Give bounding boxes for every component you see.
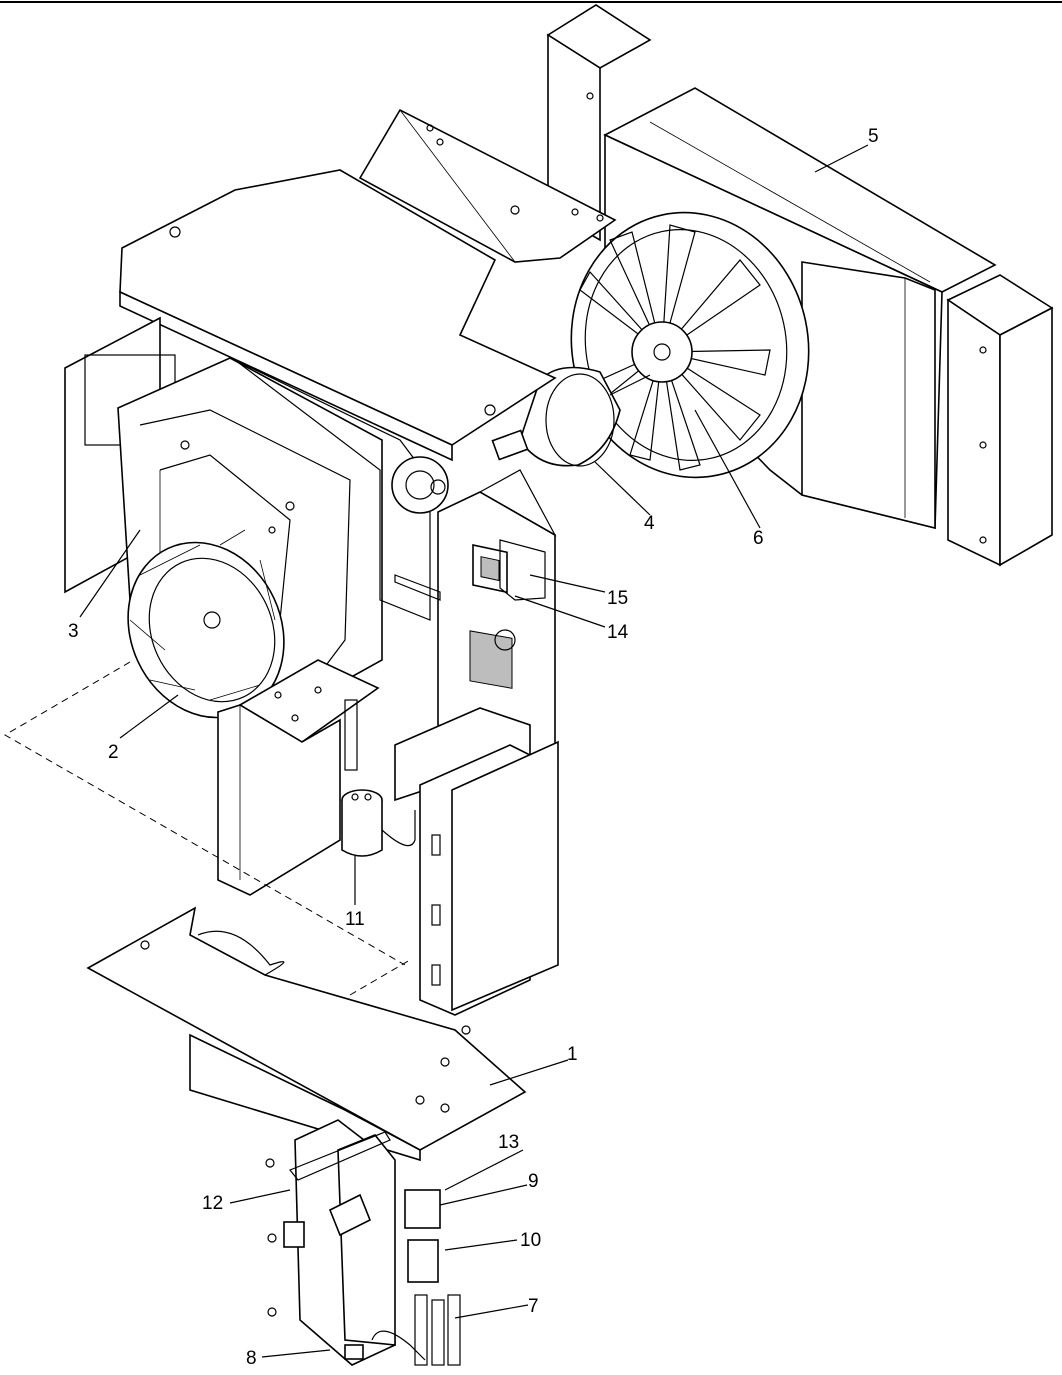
part-fan-motor [491,366,651,467]
part-control-panel [394,469,557,766]
callout-8: 8 [246,1348,257,1369]
callout-7: 7 [528,1296,539,1317]
callout-11: 11 [345,909,365,930]
callout-6: 6 [753,528,764,549]
callout-13: 13 [498,1132,519,1153]
part-side-panel-right [946,274,1054,567]
callout-10: 10 [520,1230,541,1251]
part-bulkhead [234,359,449,621]
part-electrical-bracket [217,659,380,896]
callout-12: 12 [202,1193,223,1214]
part-capacitor [341,789,416,857]
callout-9: 9 [528,1171,539,1192]
part-base-pan [86,906,527,1162]
callout-3: 3 [68,621,79,642]
part-motor-bracket [358,108,617,263]
callout-14: 14 [607,622,629,643]
leader-lines [79,144,869,1358]
alignment-lines [4,661,411,996]
callout-2: 2 [108,742,119,763]
part-front-side-panel [394,707,559,1016]
part-vertical-post [546,4,652,242]
callout-5: 5 [868,126,879,147]
callout-1: 1 [567,1044,578,1065]
callout-15: 15 [607,588,628,609]
part-top-cover [119,169,557,462]
callout-4: 4 [644,513,655,534]
part-control-box [265,1119,461,1366]
